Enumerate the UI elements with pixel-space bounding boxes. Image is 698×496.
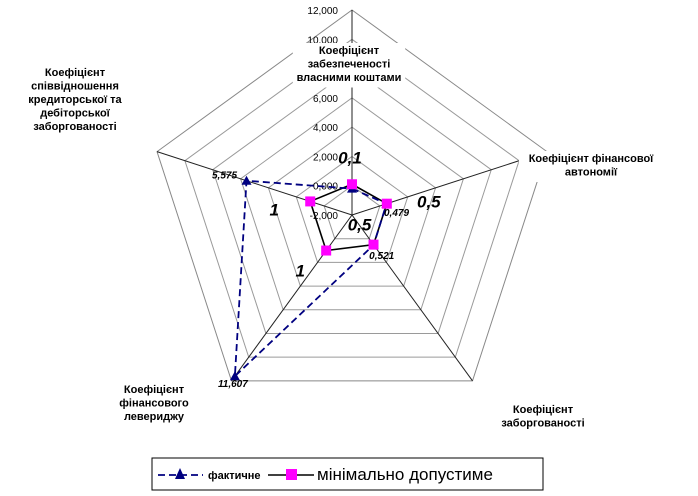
axis-spoke-3 bbox=[231, 214, 353, 382]
category-label-4-line-1: співвідношення bbox=[31, 81, 119, 93]
minimum-data-label-3: 1 bbox=[295, 262, 304, 281]
series-line-actual bbox=[233, 179, 388, 379]
category-label-3-line-2: левериджу bbox=[124, 411, 185, 423]
category-label-4-line-3: дебіторської bbox=[40, 108, 110, 120]
tick-label-1: 0,000 bbox=[313, 182, 338, 193]
tick-label-0: -2,000 bbox=[310, 211, 339, 222]
grid-ring-4 bbox=[240, 97, 464, 311]
actual-data-label-3: 11,607 bbox=[218, 379, 248, 390]
category-label-3-line-1: фінансового bbox=[119, 398, 189, 410]
category-label-0-line-0: Коефіцієнт bbox=[319, 45, 380, 57]
minimum-data-label-0: 0,1 bbox=[338, 148, 362, 167]
category-label-4-line-0: Коефіцієнт bbox=[45, 67, 106, 79]
minimum-data-label-4: 1 bbox=[269, 200, 278, 219]
category-label-0-line-1: забезпеченості bbox=[308, 59, 391, 71]
series-line-minimum bbox=[309, 183, 388, 252]
axis-spoke-1 bbox=[351, 151, 548, 216]
category-label-1-line-0: Коефіцієнт фінансової bbox=[529, 153, 654, 165]
legend-label-minimum: мінімально допустиме bbox=[317, 465, 493, 484]
category-label-bg-2 bbox=[493, 402, 593, 433]
actual-point-3 bbox=[229, 371, 240, 381]
minimum-data-label-1: 0,5 bbox=[417, 193, 441, 212]
category-label-4-line-2: кредиторської та bbox=[28, 94, 122, 106]
minimum-point-4 bbox=[305, 196, 316, 207]
minimum-point-1 bbox=[381, 198, 392, 209]
grid-ring-3 bbox=[267, 126, 437, 287]
actual-data-label-1: 0,479 bbox=[384, 208, 409, 219]
category-label-bg-0 bbox=[292, 43, 406, 88]
category-label-bg-4 bbox=[18, 65, 132, 137]
tick-label-6: 10,000 bbox=[307, 35, 338, 46]
axis-spoke-4 bbox=[156, 151, 353, 216]
minimum-point-2 bbox=[368, 239, 379, 250]
category-label-0-line-2: власними коштами bbox=[297, 72, 402, 84]
category-label-2-line-1: заборгованості bbox=[501, 418, 584, 430]
grid-ring-5 bbox=[212, 67, 492, 334]
legend-marker-minimum bbox=[286, 469, 297, 480]
grid-ring-6 bbox=[184, 38, 520, 358]
minimum-data-label-2: 0,5 bbox=[348, 216, 372, 235]
grid-ring-1 bbox=[323, 185, 381, 240]
category-label-1-line-1: автономії bbox=[565, 167, 618, 179]
category-label-bg-3 bbox=[113, 382, 195, 427]
legend-box bbox=[151, 457, 544, 491]
actual-data-label-2: 0,521 bbox=[369, 251, 394, 262]
category-label-2-line-0: Коефіцієнт bbox=[513, 404, 574, 416]
tick-label-2: 2,000 bbox=[313, 152, 338, 163]
tick-label-7: 12,000 bbox=[307, 6, 338, 17]
actual-data-label-4: 5,575 bbox=[212, 171, 237, 182]
minimum-point-0 bbox=[347, 179, 357, 190]
category-label-4-line-4: заборгованості bbox=[33, 121, 116, 133]
legend-marker-actual bbox=[175, 468, 185, 479]
category-label-3-line-0: Коефіцієнт bbox=[124, 384, 185, 396]
tick-label-4: 6,000 bbox=[313, 94, 338, 105]
grid-ring-7 bbox=[156, 9, 548, 382]
legend-label-actual: фактичне bbox=[208, 470, 261, 482]
minimum-point-3 bbox=[321, 245, 332, 256]
tick-label-3: 4,000 bbox=[313, 123, 338, 134]
category-label-bg-1 bbox=[518, 151, 664, 182]
actual-point-4 bbox=[241, 175, 252, 185]
grid-ring-2 bbox=[295, 155, 409, 263]
